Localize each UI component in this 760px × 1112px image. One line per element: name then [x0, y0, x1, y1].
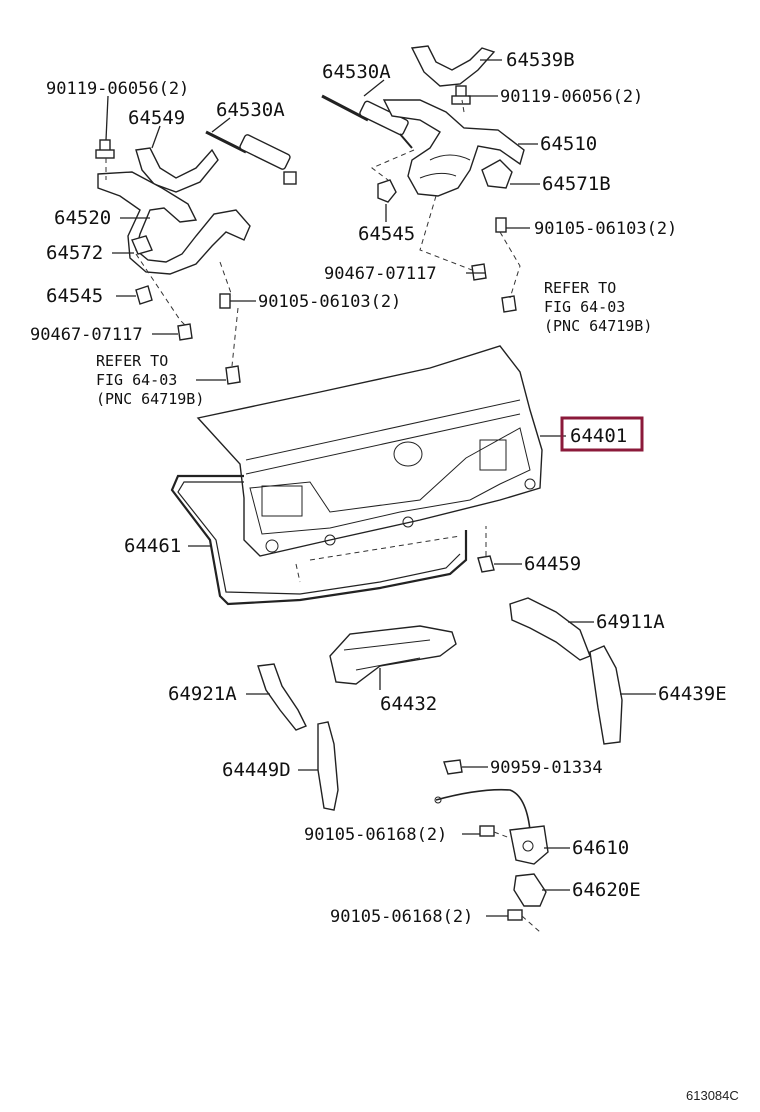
label-64545-right: 64545	[358, 223, 415, 245]
label-64610: 64610	[572, 837, 629, 859]
bolt-90119-left	[95, 139, 115, 159]
label-90959: 90959-01334	[490, 758, 603, 778]
label-64401[interactable]: 64401	[570, 425, 627, 447]
label-90105-06168-b: 90105-06168(2)	[330, 907, 473, 927]
label-64530a-left: 64530A	[216, 99, 285, 121]
refer-note-right-line2: FIG 64-03	[544, 298, 625, 316]
label-90119-right: 90119-06056(2)	[500, 87, 643, 107]
refer-note-left-line3: (PNC 64719B)	[96, 390, 204, 408]
refer-note-left: REFER TO FIG 64-03 (PNC 64719B)	[96, 352, 204, 408]
left-hinge-group	[95, 130, 297, 385]
refer-note-right-line3: (PNC 64719B)	[544, 317, 652, 335]
bolt-90105-06168-b	[507, 909, 523, 921]
label-64572: 64572	[46, 242, 103, 264]
label-64620e: 64620E	[572, 879, 641, 901]
label-64571b: 64571B	[542, 173, 611, 195]
clip-90959-01334	[443, 759, 463, 775]
clip-90467-right	[471, 263, 487, 281]
label-90105-06103-left: 90105-06103(2)	[258, 292, 401, 312]
refer-note-right-line1: REFER TO	[544, 279, 616, 297]
part-64449d-trim	[317, 721, 339, 811]
refer-note-left-line1: REFER TO	[96, 352, 168, 370]
part-labels: 64530A 64539B 90119-06056(2) 90119-06056…	[30, 49, 727, 927]
label-64459: 64459	[524, 553, 581, 575]
label-90119-left: 90119-06056(2)	[46, 79, 189, 99]
bolt-90105-06103-left	[219, 293, 231, 309]
part-64439e-trim	[589, 645, 623, 745]
label-64921a: 64921A	[168, 683, 237, 705]
label-64520: 64520	[54, 207, 111, 229]
part-64911a-trim	[509, 597, 591, 661]
bolt-90105-06103-right	[495, 217, 507, 233]
bolt-90119-right	[451, 85, 471, 105]
label-64911a: 64911A	[596, 611, 665, 633]
trunk-lid-group	[170, 345, 543, 606]
label-64461: 64461	[124, 535, 181, 557]
part-64432-cover	[329, 625, 457, 685]
figure-id: 613084C	[686, 1088, 739, 1103]
part-64545-right	[377, 179, 397, 203]
part-64545-left	[135, 285, 153, 305]
label-64549: 64549	[128, 107, 185, 129]
label-64545-left: 64545	[46, 285, 103, 307]
part-64610-latch	[509, 825, 549, 865]
label-90105-06103-right: 90105-06103(2)	[534, 219, 677, 239]
part-64620e-striker	[513, 873, 547, 907]
right-hinge-group	[321, 45, 525, 313]
highlight-64401[interactable]: 64401	[560, 416, 644, 452]
refer-note-left-line2: FIG 64-03	[96, 371, 177, 389]
bolt-90105-06168-a	[479, 825, 495, 837]
part-64921a-trim	[257, 663, 307, 731]
label-90467-left: 90467-07117	[30, 325, 143, 345]
part-64549-bracket	[135, 147, 219, 193]
label-64510: 64510	[540, 133, 597, 155]
clip-refer-left	[225, 365, 241, 385]
label-64432: 64432	[380, 693, 437, 715]
label-64530a-right: 64530A	[322, 61, 391, 83]
clip-90467-left	[177, 323, 193, 341]
leader-lines	[105, 59, 656, 917]
label-64439e: 64439E	[658, 683, 727, 705]
part-64461-weatherstrip	[170, 474, 468, 606]
cable	[435, 788, 531, 831]
highlight-box[interactable]	[560, 416, 644, 452]
part-64530a-right-strut	[321, 94, 413, 149]
part-64571b	[481, 159, 513, 189]
part-64510-hinge	[382, 99, 525, 197]
part-64459-cushion	[477, 555, 495, 573]
label-90467-right: 90467-07117	[324, 264, 437, 284]
part-64572	[131, 235, 153, 255]
label-64539b: 64539B	[506, 49, 575, 71]
label-90105-06168-a: 90105-06168(2)	[304, 825, 447, 845]
part-64401-trunk-lid	[196, 345, 543, 557]
part-64530a-left-strut	[205, 130, 297, 185]
label-64449d: 64449D	[222, 759, 291, 781]
refer-note-right: REFER TO FIG 64-03 (PNC 64719B)	[544, 279, 652, 335]
part-64539b-bracket	[410, 45, 496, 87]
clip-refer-right	[501, 295, 517, 313]
